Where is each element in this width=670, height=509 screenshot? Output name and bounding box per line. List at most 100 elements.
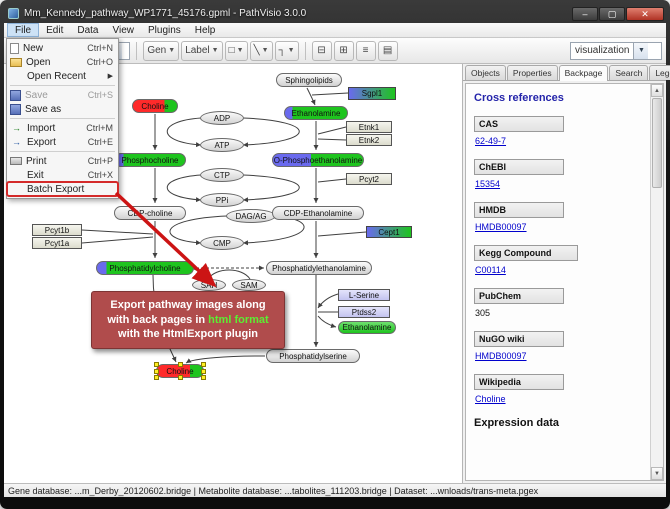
minimize-button[interactable]: – <box>572 6 598 21</box>
pathway-node[interactable]: CMP <box>200 236 244 250</box>
pathway-node[interactable]: SAM <box>232 279 266 291</box>
menu-plugins[interactable]: Plugins <box>147 24 181 36</box>
selection-handle[interactable] <box>154 369 159 374</box>
pathway-node[interactable]: Etnk2 <box>346 134 392 146</box>
selection-handle[interactable] <box>201 362 206 367</box>
tab-objects[interactable]: Objects <box>465 65 506 80</box>
file-menu-item-save-as[interactable]: Save as <box>7 102 118 116</box>
file-menu-item-batch-export[interactable]: Batch Export <box>6 181 119 197</box>
title-bar[interactable]: Mm_Kennedy_pathway_WP1771_45176.gpml - P… <box>4 4 666 23</box>
xref-value: 305 <box>475 308 491 318</box>
xref-link[interactable]: HMDB00097 <box>475 222 527 232</box>
datanode-button[interactable]: Gen▼ <box>143 40 180 61</box>
align-horizontal-icon[interactable]: ⊟ <box>311 40 332 61</box>
scrollbar-thumb[interactable] <box>652 98 662 188</box>
pathway-node[interactable]: Ethanolamine <box>284 106 348 120</box>
menu-data[interactable]: Data <box>77 24 99 36</box>
scroll-down-icon[interactable]: ▼ <box>651 467 663 480</box>
chevron-down-icon[interactable]: ▼ <box>236 47 244 54</box>
pathway-node[interactable]: O-Phosphoethanolamine <box>272 153 364 167</box>
pathway-node[interactable]: Cept1 <box>366 226 412 238</box>
menu-file[interactable]: File <box>7 23 40 37</box>
pathway-node[interactable]: Phosphatidylethanolamine <box>266 261 372 275</box>
chevron-down-icon[interactable]: ▼ <box>287 47 295 54</box>
distribute-icon[interactable]: ≡ <box>355 40 376 61</box>
selection-handle[interactable] <box>201 369 206 374</box>
menu-view[interactable]: View <box>112 24 134 36</box>
pathway-node[interactable]: PPi <box>200 193 244 207</box>
tab-backpage[interactable]: Backpage <box>558 65 609 81</box>
pathway-node[interactable]: Ptdss2 <box>338 306 390 318</box>
xref-link[interactable]: Choline <box>475 394 506 404</box>
selection-handle[interactable] <box>178 375 183 380</box>
xref-link[interactable]: 15354 <box>475 179 501 189</box>
visualization-combo[interactable]: visualization ▼ <box>570 41 662 60</box>
pathway-node[interactable]: CTP <box>200 168 244 182</box>
selection-handle[interactable] <box>154 375 159 380</box>
tab-legend[interactable]: Legend <box>649 65 670 80</box>
chevron-down-icon[interactable]: ▼ <box>633 42 649 59</box>
tab-properties[interactable]: Properties <box>506 65 558 80</box>
scrollbar[interactable]: ▲ ▼ <box>650 84 663 480</box>
menu-item-shortcut: Ctrl+E <box>87 137 113 147</box>
xref-link[interactable]: 62-49-7 <box>475 136 507 146</box>
chevron-down-icon[interactable]: ▼ <box>211 47 219 54</box>
scroll-up-icon[interactable]: ▲ <box>651 84 663 97</box>
pathway-node[interactable]: Sgpl1 <box>348 87 396 100</box>
align-vertical-icon[interactable]: ⊞ <box>333 40 354 61</box>
pathway-node[interactable]: Phosphatidylcholine <box>96 261 194 275</box>
connector-button[interactable]: ┐▼ <box>274 40 299 61</box>
menu-edit[interactable]: Edit <box>46 24 64 36</box>
xref-link[interactable]: HMDB00097 <box>475 351 527 361</box>
expression-data-heading: Expression data <box>474 417 559 429</box>
pathway-node[interactable]: Etnk1 <box>346 121 392 133</box>
menu-item-label: Open Recent <box>27 70 86 82</box>
pathway-node[interactable]: Pcyt2 <box>346 173 392 185</box>
status-text: Gene database: ...m_Derby_20120602.bridg… <box>8 485 539 496</box>
pathway-node[interactable]: SAH <box>192 279 226 291</box>
import-icon: → <box>12 123 21 133</box>
pathway-node[interactable]: Pcyt1a <box>32 237 82 249</box>
pathway-node[interactable]: Pcyt1b <box>32 224 82 236</box>
tab-search[interactable]: Search <box>609 65 649 80</box>
pathway-node[interactable]: Choline <box>154 362 206 380</box>
pathway-node[interactable]: Phosphocholine <box>114 153 186 167</box>
pathway-node[interactable]: Phosphatidylserine <box>266 349 360 363</box>
xref-source-header: Kegg Compound <box>474 245 578 261</box>
line-button[interactable]: ╲▼ <box>249 40 273 61</box>
menu-item-label: Export <box>27 136 56 148</box>
xref-link[interactable]: C00114 <box>475 265 506 275</box>
shape-button[interactable]: □▼ <box>224 40 248 61</box>
pathway-node[interactable]: Ethanolamine <box>338 321 396 334</box>
label-button[interactable]: Label▼ <box>181 40 223 61</box>
pathway-node[interactable]: DAG/AG <box>226 209 276 223</box>
file-menu-item-open-recent[interactable]: Open Recent▶ <box>7 69 118 83</box>
pathway-node[interactable]: L-Serine <box>338 289 390 301</box>
selection-handle[interactable] <box>178 362 183 367</box>
chevron-down-icon[interactable]: ▼ <box>168 47 176 54</box>
selection-handle[interactable] <box>154 362 159 367</box>
pathway-node[interactable]: CDP-Ethanolamine <box>272 206 364 220</box>
selection-handle[interactable] <box>201 375 206 380</box>
pathway-node[interactable]: CDP-choline <box>114 206 186 220</box>
stack-icon[interactable]: ▤ <box>377 40 398 61</box>
pathway-node[interactable]: Choline <box>132 99 178 113</box>
close-button[interactable]: ✕ <box>626 6 664 21</box>
menu-item-label: Save as <box>25 103 62 115</box>
maximize-button[interactable]: ▢ <box>599 6 625 21</box>
pathway-node[interactable]: ATP <box>200 138 244 152</box>
chevron-down-icon[interactable]: ▼ <box>261 47 269 54</box>
pathway-node[interactable]: ADP <box>200 111 244 125</box>
pathway-node[interactable]: Sphingolipids <box>276 73 342 87</box>
menu-help[interactable]: Help <box>194 24 216 36</box>
toolbar: ▣ Zoom: 100% ▼ Gen▼Label▼□▼╲▼┐▼ ⊟⊞≡▤ vis… <box>4 38 666 64</box>
